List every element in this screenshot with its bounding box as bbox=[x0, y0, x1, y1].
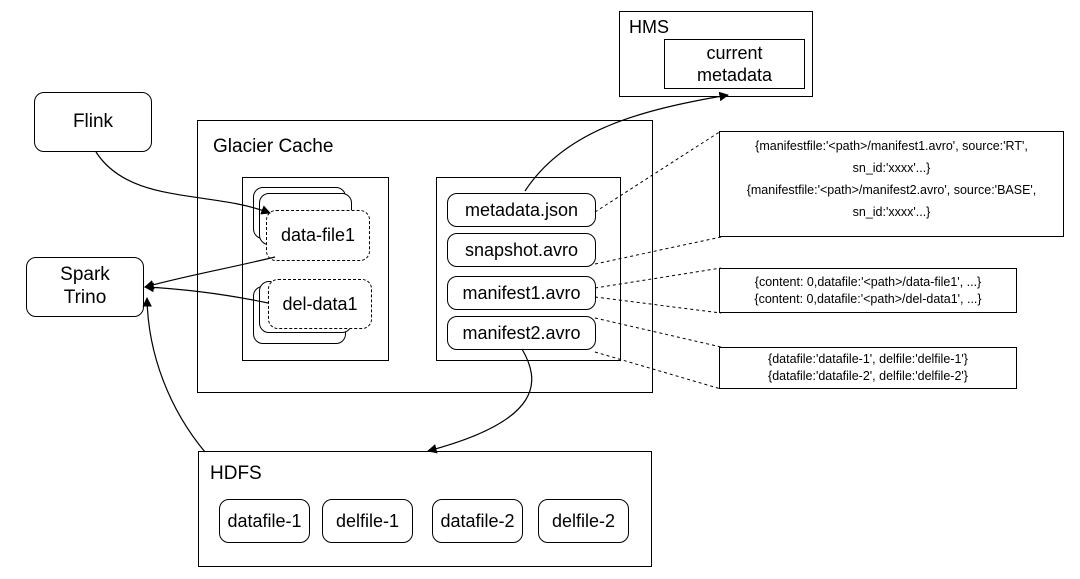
current-metadata-line2: metadata bbox=[696, 65, 773, 85]
hdfs-delfile-1: delfile-1 bbox=[322, 499, 413, 543]
manifest1-avro-label: manifest1.avro bbox=[462, 282, 581, 303]
manifest1-note-line2: {content: 0,datafile:'<path>/del-data1',… bbox=[754, 291, 982, 306]
hdfs-title: HDFS bbox=[210, 463, 262, 484]
snapshot-avro-card: snapshot.avro bbox=[447, 233, 596, 267]
metadata-json-card: metadata.json bbox=[447, 193, 596, 227]
hdfs-delfile-1-label: delfile-1 bbox=[335, 510, 400, 531]
manifest2-avro-label: manifest2.avro bbox=[462, 322, 581, 343]
spark-label: Spark bbox=[60, 264, 110, 286]
metadata-json-label: metadata.json bbox=[464, 199, 579, 220]
hms-title: HMS bbox=[629, 17, 669, 37]
manifest2-note: {datafile:'datafile-1', delfile:'delfile… bbox=[719, 347, 1017, 389]
hdfs-datafile-1: datafile-1 bbox=[219, 499, 310, 543]
del-data1-card: del-data1 bbox=[268, 279, 372, 329]
manifest2-avro-card: manifest2.avro bbox=[447, 316, 596, 350]
hms-box: HMS current metadata bbox=[619, 11, 813, 97]
spark-trino-node: Spark Trino bbox=[26, 257, 144, 317]
manifest1-note-line1: {content: 0,datafile:'<path>/data-file1'… bbox=[754, 275, 982, 289]
manifest1-avro-card: manifest1.avro bbox=[447, 276, 596, 310]
trino-label: Trino bbox=[63, 287, 107, 308]
snapshot-avro-label: snapshot.avro bbox=[464, 239, 579, 260]
glacier-cache-box: Glacier Cache data-file1 del-data1 metad… bbox=[197, 120, 653, 393]
manifest2-note-line1: {datafile:'datafile-1', delfile:'delfile… bbox=[768, 352, 968, 366]
hdfs-delfile-2: delfile-2 bbox=[538, 499, 629, 543]
data-file1-card: data-file1 bbox=[266, 210, 370, 261]
snapshot-note-line3: {manifestfile:'<path>/manifest2.avro', s… bbox=[746, 182, 1037, 197]
data-file1-label: data-file1 bbox=[280, 225, 356, 245]
del-data1-label: del-data1 bbox=[282, 293, 358, 314]
flink-node: Flink bbox=[34, 92, 152, 152]
snapshot-note-line1: {manifestfile:'<path>/manifest1.avro', s… bbox=[755, 139, 1028, 153]
snapshot-note-line2: sn_id:'xxxx'...} bbox=[852, 160, 931, 175]
hdfs-datafile-1-label: datafile-1 bbox=[227, 510, 302, 531]
manifest2-note-line2: {datafile:'datafile-2', delfile:'delfile… bbox=[768, 368, 968, 383]
current-metadata-box: current metadata bbox=[664, 39, 805, 89]
manifest1-note: {content: 0,datafile:'<path>/data-file1'… bbox=[719, 268, 1017, 313]
hdfs-delfile-2-label: delfile-2 bbox=[551, 510, 616, 531]
hdfs-box: HDFS datafile-1 delfile-1 datafile-2 del… bbox=[198, 451, 652, 567]
snapshot-note: {manifestfile:'<path>/manifest1.avro', s… bbox=[719, 131, 1064, 237]
hdfs-datafile-2-label: datafile-2 bbox=[440, 510, 515, 531]
snapshot-note-line4: sn_id:'xxxx'...} bbox=[852, 204, 931, 219]
current-metadata-line1: current bbox=[706, 42, 763, 63]
hdfs-datafile-2: datafile-2 bbox=[432, 499, 523, 543]
glacier-cache-title: Glacier Cache bbox=[213, 136, 334, 157]
flink-label: Flink bbox=[72, 111, 114, 132]
